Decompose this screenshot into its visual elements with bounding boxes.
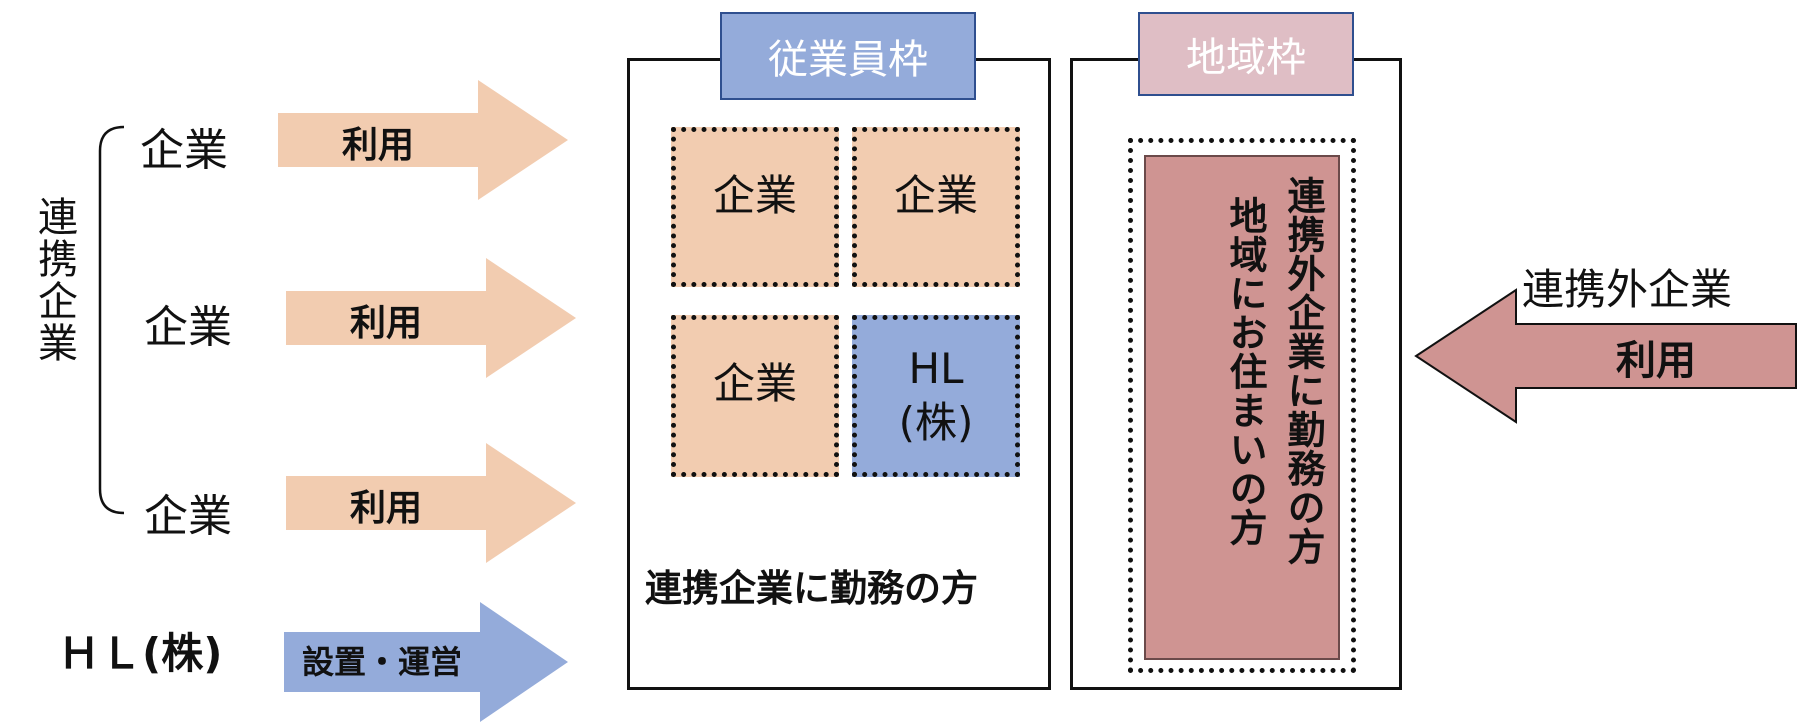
non-partner-companies-label: 連携外企業 <box>1522 265 1733 314</box>
region-text-local-residents: 地域にお住まいの方 <box>1223 196 1267 547</box>
hl-tile-suffix: (株) <box>898 398 974 447</box>
company-tile-1: 企業 <box>671 127 839 287</box>
company-label-2: 企業 <box>144 302 232 353</box>
setup-operation-label: 設置・運営 <box>301 643 462 681</box>
use-arrow-2 <box>286 258 576 378</box>
company-tile-3: 企業 <box>671 315 839 477</box>
use-arrow-2-label: 利用 <box>349 303 422 344</box>
employee-panel-caption: 連携企業に勤務の方 <box>645 567 978 610</box>
brace-icon <box>98 125 125 515</box>
hl-tile-name: HL <box>908 344 964 393</box>
use-arrow-1-label: 利用 <box>341 125 414 166</box>
partner-companies-label: 連携企業 <box>31 196 77 364</box>
company-label-1: 企業 <box>140 125 228 176</box>
hl-company-label: ＨＬ(株) <box>58 629 223 678</box>
use-arrow-1 <box>278 80 568 200</box>
non-partner-use-label: 利用 <box>1616 338 1696 384</box>
hl-company-tile: HL (株) <box>852 315 1020 477</box>
company-tile-2: 企業 <box>852 127 1020 287</box>
region-box <box>1144 155 1340 660</box>
use-arrow-3-label: 利用 <box>349 488 422 529</box>
company-label-3: 企業 <box>144 491 232 542</box>
non-partner-use-arrow <box>1414 288 1797 424</box>
region-slot-tab: 地域枠 <box>1138 12 1354 96</box>
employee-slot-tab: 従業員枠 <box>720 12 976 100</box>
setup-operation-arrow <box>284 602 568 722</box>
region-text-non-partner-employees: 連携外企業に勤務の方 <box>1281 176 1325 566</box>
use-arrow-3 <box>286 443 576 563</box>
